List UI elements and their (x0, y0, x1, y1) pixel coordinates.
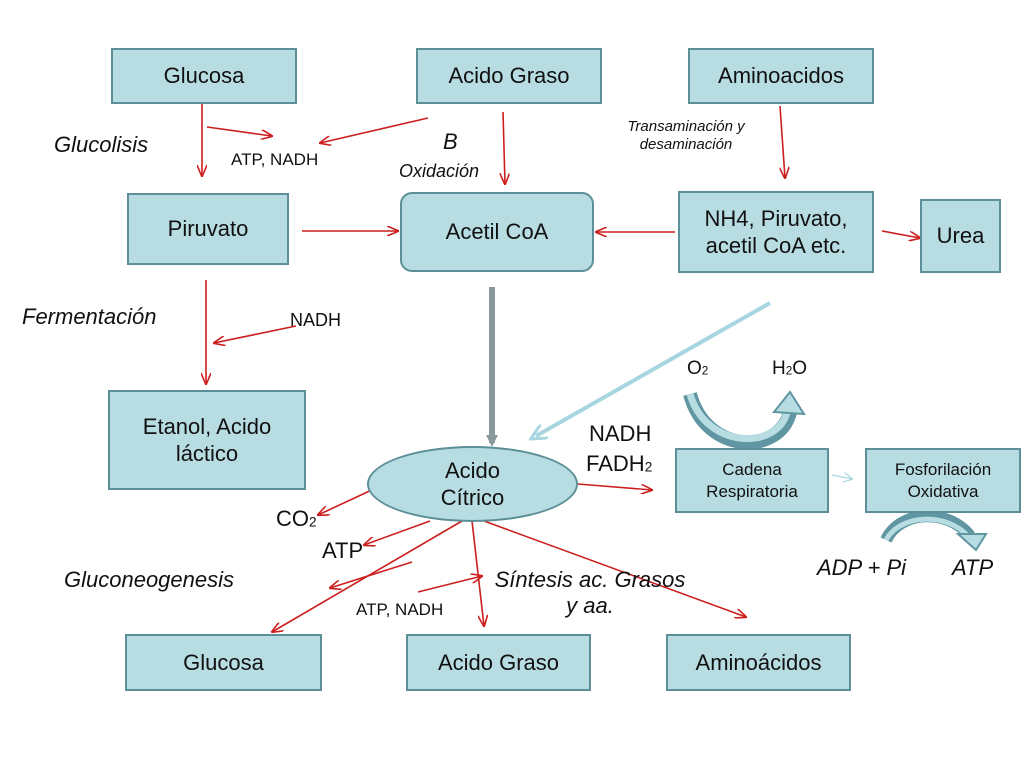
urea-box: Urea (920, 199, 1001, 273)
arrow-cadena-fosforilacion (831, 475, 852, 479)
h2o-label: H2O (772, 358, 807, 381)
co2-label: CO2 (276, 506, 317, 532)
adp-pi-label: ADP + Pi (817, 555, 907, 580)
acido-citrico-ellipse: Acido Cítrico (367, 446, 578, 522)
cadena-respiratoria-box: Cadena Respiratoria (675, 448, 829, 513)
gluconeogenesis-label: Gluconeogenesis (64, 567, 235, 592)
glucosa-bottom-box: Glucosa (125, 634, 322, 691)
nadh-respiratoria-label: NADH (589, 421, 652, 446)
etanol-box: Etanol, Acido láctico (108, 390, 306, 490)
arrow-acidograso-atp (320, 117, 429, 143)
etanol-line2: láctico (175, 441, 239, 466)
curved-arrow-o2-h2o (683, 390, 806, 450)
cadena-line1: Cadena (722, 460, 782, 480)
atp-citrico-label: ATP (322, 538, 364, 563)
acido-citrico-line2: Cítrico (440, 485, 505, 510)
sintesis-line1: Síntesis ac. Grasos (494, 567, 686, 592)
nh4-line2: acetil CoA etc. (705, 233, 847, 258)
b-oxidacion-word: Oxidación (399, 161, 480, 181)
cadena-line2: Respiratoria (706, 481, 798, 501)
acido-graso-top-label: Acido Graso (448, 63, 570, 89)
etanol-line1: Etanol, Acido (142, 413, 272, 439)
glucolisis-label: Glucolisis (54, 132, 149, 157)
fadh2-label: FADH2 (586, 451, 652, 477)
glucosa-top-box: Glucosa (111, 48, 297, 104)
h2o-o: O (792, 358, 808, 379)
co2-base: CO (276, 506, 309, 531)
atp-nadh-bottom-label: ATP, NADH (356, 600, 444, 619)
nadh-fermentacion-label: NADH (290, 310, 342, 330)
arrow-acidograso-acetilcoa (503, 111, 505, 184)
piruvato-box: Piruvato (127, 193, 289, 265)
arrow-aminoacidos-nh4 (779, 105, 785, 178)
b-oxidacion-b: B (443, 129, 458, 154)
o2-sub: 2 (701, 364, 709, 378)
acido-citrico-line1: Acido (444, 457, 501, 483)
fosforilacion-line2: Oxidativa (907, 481, 979, 501)
co2-sub: 2 (309, 514, 317, 530)
glucosa-top-label: Glucosa (163, 63, 245, 89)
aminoacidos-bottom-label: Aminoácidos (695, 649, 822, 675)
arrow-atpnadh-sintesis (417, 576, 482, 593)
arrow-glucolisis-atp (206, 126, 272, 136)
piruvato-label: Piruvato (167, 216, 249, 242)
nh4-box: NH4, Piruvato, acetil CoA etc. (678, 191, 874, 273)
arrow-citrico-cadena (577, 483, 652, 490)
curved-arrow-adp-atp (880, 510, 988, 552)
transaminacion-label: Transaminación y desaminación (606, 118, 766, 154)
fadh2-base: FADH (586, 451, 645, 476)
h2o-sub: 2 (785, 364, 793, 378)
transaminacion-line1: Transaminación y (627, 118, 745, 135)
arrow-nadh-fermentacion (214, 325, 297, 343)
fermentacion-label: Fermentación (22, 304, 157, 329)
acetil-coa-label: Acetil CoA (445, 219, 549, 245)
arrow-citrico-co2 (318, 487, 377, 515)
arrow-atpnadh-gluconeo (330, 561, 413, 588)
arrow-nh4-urea (881, 230, 920, 238)
atp-nadh-top-label: ATP, NADH (231, 150, 319, 169)
acido-graso-bottom-box: Acido Graso (406, 634, 591, 691)
acetil-coa-box: Acetil CoA (400, 192, 594, 272)
atp-fosforilacion-label: ATP (952, 555, 994, 580)
arrow-citrico-atp (364, 520, 431, 545)
aminoacidos-top-label: Aminoacidos (718, 63, 844, 89)
arrow-diagonal-citrico (536, 301, 771, 436)
aminoacidos-bottom-box: Aminoácidos (666, 634, 851, 691)
o2-label: O2 (687, 358, 708, 381)
sintesis-line2: y aa. (566, 593, 614, 619)
o2-base: O (687, 358, 702, 379)
aminoacidos-top-box: Aminoacidos (688, 48, 874, 104)
arrow-citrico-acidograso (471, 520, 484, 626)
acido-graso-top-box: Acido Graso (416, 48, 602, 104)
nh4-line1: NH4, Piruvato, (704, 205, 848, 231)
transaminacion-line2: desaminación (639, 136, 733, 153)
urea-label: Urea (936, 223, 985, 249)
fosforilacion-oxidativa-box: Fosforilación Oxidativa (865, 448, 1021, 513)
fadh2-sub: 2 (644, 459, 653, 475)
fosforilacion-line1: Fosforilación (894, 460, 992, 480)
arrow-citrico-aminoacidos (483, 520, 746, 617)
h2o-h: H (772, 358, 786, 379)
sintesis-label: Síntesis ac. Grasos y aa. (480, 567, 700, 620)
acido-graso-bottom-label: Acido Graso (437, 649, 560, 675)
glucosa-bottom-label: Glucosa (183, 649, 264, 675)
